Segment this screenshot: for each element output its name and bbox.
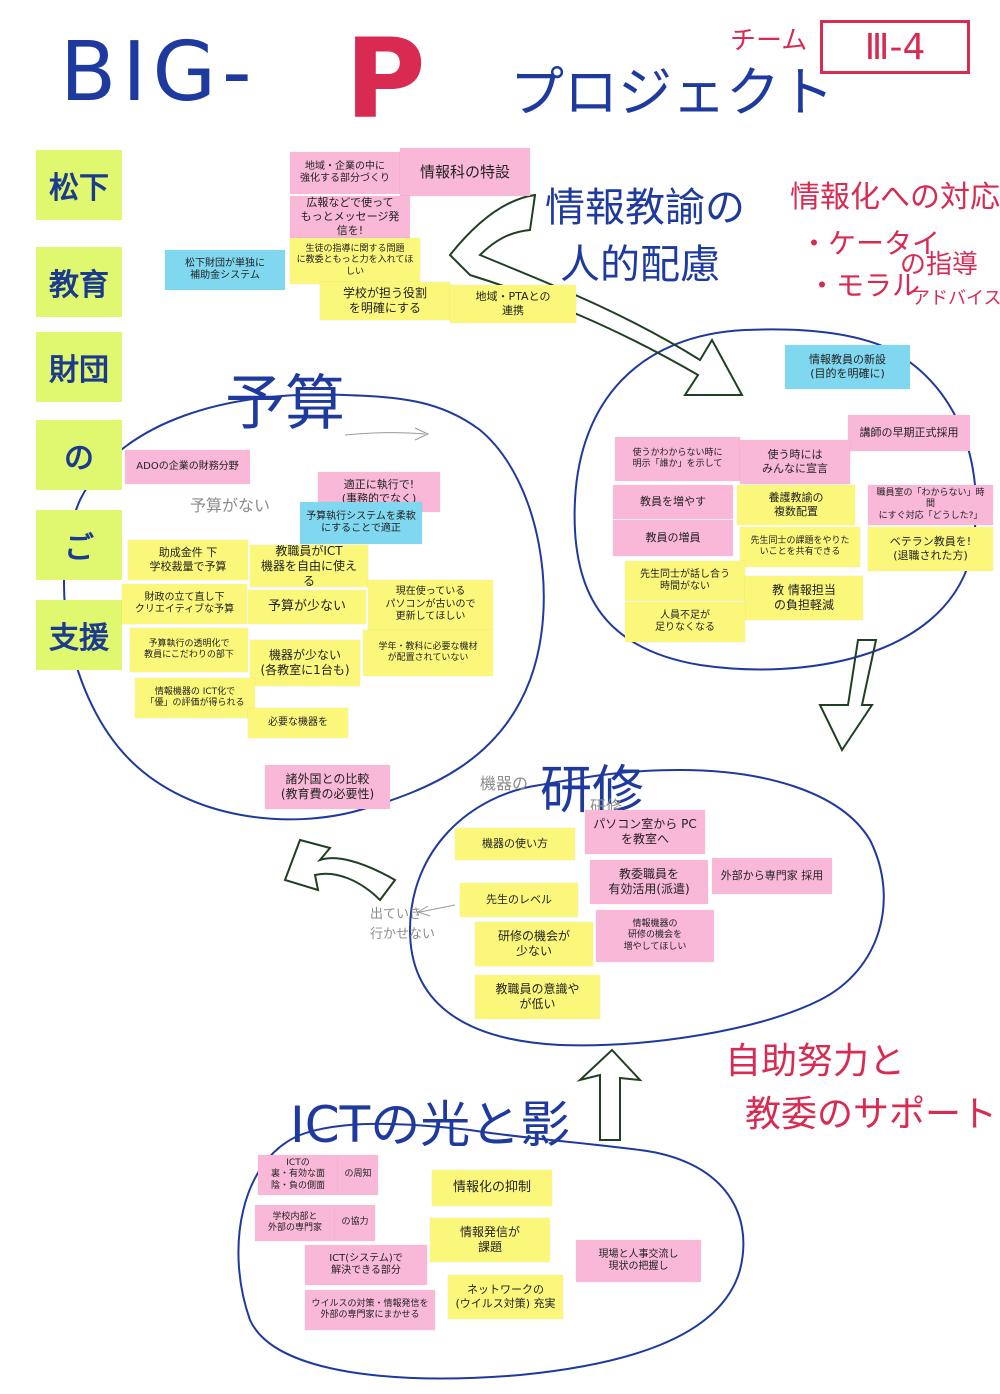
note-staff-ict: 教職員がICT 機器を自由に使える xyxy=(250,545,368,587)
note-subject-devices: 学年・教科に必要な機材 が配置されていない xyxy=(363,630,493,676)
note-staff-utilize: 教委職員を 有効活用(派遣) xyxy=(590,860,708,904)
ict-cluster-outline xyxy=(237,1122,745,1380)
note-teacher-increase: 教員の増員 xyxy=(613,520,733,556)
note-full-time-hire: 講師の早期正式採用 xyxy=(848,415,970,451)
faint-arrow-training xyxy=(416,904,456,917)
note-budget-system: 予算執行システムを柔軟 にすることで適正 xyxy=(300,502,422,544)
sidebar-item-4: の xyxy=(36,420,122,490)
note-ict-light-shadow: ICTの 裏・有効な面 陰・負の側面 xyxy=(258,1155,338,1195)
note-pr-message: 広報などで使って もっとメッセージ発信を! xyxy=(290,196,410,238)
heading-budget: 予算 xyxy=(225,369,345,439)
heading-self-help: 自助努力と xyxy=(725,1041,906,1082)
note-low-budget: 予算が少ない xyxy=(248,590,366,624)
note-shortage: 人員不足が 足りなくなる xyxy=(625,602,745,642)
note-unclear-tools: 使うかわからない時に 明示「誰か」を示して xyxy=(615,437,740,481)
note-local-companies: 地域・企業の中に 強化する部分づくり xyxy=(290,152,400,194)
note-info-restraint: 情報化の抑制 xyxy=(432,1170,552,1206)
note-device-usage: 機器の使い方 xyxy=(455,828,575,860)
note-virus-info: ウイルスの対策・情報発信を 外部の専門家にまかせる xyxy=(305,1290,435,1330)
note-teacher-talk: 先生同士が話し合う 時間がない xyxy=(625,561,745,601)
heading-staffing-2: 人的配慮 xyxy=(560,242,720,288)
note-field-exchange: 現場と人事交流し 現状の把握し xyxy=(576,1240,701,1282)
arrow-training-to-budget xyxy=(283,838,397,902)
heading-advice: アドバイス xyxy=(912,288,1000,309)
note-private-funding: ADOの企業の財務分野 xyxy=(125,450,250,484)
note-new-teacher-post: 情報教員の新設 (目的を明確に) xyxy=(785,345,910,389)
sidebar-item-1: 松下 xyxy=(36,150,122,220)
note-pc-to-classroom: パソコン室から PC を教室へ xyxy=(585,810,705,854)
team-number-badge: Ⅲ-4 xyxy=(820,20,970,74)
heading-keitai: ・ケータイ xyxy=(800,227,941,260)
note-school-outside: 学校内部と 外部の専門家 xyxy=(255,1205,335,1241)
team-label: チーム xyxy=(730,26,808,56)
sidebar-item-6: 支援 xyxy=(36,600,122,670)
heading-moral: ・モラル xyxy=(808,269,921,302)
note-training-opportunity: 研修の機会が 少ない xyxy=(475,922,593,966)
note-veteran-teacher: ベテラン教員を! (退職された方) xyxy=(868,527,993,571)
title-big: BIG- xyxy=(60,25,258,120)
note-teacher-level: 先生のレベル xyxy=(460,883,578,917)
faint-arrow-budget xyxy=(344,427,430,441)
note-ict-system: ICT(システム)で 解決できる部分 xyxy=(305,1245,427,1285)
note-school-budget: 助成金件 下 学校裁量で予算 xyxy=(128,540,248,580)
note-teacher-reduce: 教員を増やす xyxy=(613,485,733,519)
budget-cluster-outline xyxy=(63,393,545,821)
note-creative-budget: 財政の立て直し下 クリエイティブな予算 xyxy=(122,584,247,624)
heading-guidance: の指導 xyxy=(900,250,979,280)
note-ict-awareness: の周知 xyxy=(338,1155,378,1195)
faint-go-out: 出ていき 行かせない xyxy=(370,907,436,942)
note-reduce-burden: 教 情報担当 の負担軽減 xyxy=(745,576,863,620)
note-pta-cooperation: 地域・PTAとの 連携 xyxy=(450,285,576,323)
title-p: P xyxy=(345,15,426,143)
note-staff-awareness: 教職員の意識や が低い xyxy=(475,975,600,1019)
note-student-tech: 生徒の指導に関する問題 に教委ともっと力を入れてほしい xyxy=(290,238,420,284)
faint-kikai: 機器の xyxy=(480,774,529,793)
heading-ict: ICTの光と影 xyxy=(290,1096,571,1154)
note-partner-check: の協力 xyxy=(335,1205,375,1241)
arrow-staffing-to-training xyxy=(818,639,878,753)
note-ask-questions: 職員室の「わからない」時間 にすぐ対応「どうした?」 xyxy=(868,485,993,525)
note-ict-locker: 情報機器の ICT化で 「優」の評価が得られる xyxy=(135,678,255,718)
note-info-training: 情報機器の 研修の機会を 増やしてほしい xyxy=(596,910,714,962)
note-matsushita-grant: 松下財団が単独に 補助金システム xyxy=(165,250,285,290)
sidebar-item-3: 財団 xyxy=(36,332,122,402)
heading-info-response: 情報化への対応 xyxy=(790,180,1000,215)
note-external-expert: 外部から専門家 採用 xyxy=(712,858,832,894)
note-info-dept-setup: 情報科の特設 xyxy=(400,148,530,196)
arrow-ict-to-training xyxy=(576,1048,643,1141)
note-school-role: 学校が担う役割 を明確にする xyxy=(320,282,450,320)
note-few-devices: 機器が少ない (各教室に1台も) xyxy=(250,640,360,686)
note-needed-devices: 必要な機器を xyxy=(248,708,348,738)
note-use-together: 使う時には みんなに宣言 xyxy=(740,440,850,484)
note-info-transmission: 情報発信が 課題 xyxy=(430,1218,550,1262)
note-execution-flow: 予算執行の透明化で 教員にこだわりの部下 xyxy=(130,628,248,672)
sidebar-item-5: ご xyxy=(36,510,122,580)
note-nurse-teacher: 養護教諭の 複数配置 xyxy=(737,485,855,525)
note-current-pc: 現在使っている パソコンが古いので 更新してほしい xyxy=(368,580,493,630)
note-foreign-compare: 諸外国との比較 (教育費の必要性) xyxy=(265,765,390,809)
heading-board-support: 教委のサポート xyxy=(745,1094,998,1135)
note-network: ネットワークの (ウイルス対策) 充実 xyxy=(448,1275,563,1319)
faint-no-budget: 予算がない xyxy=(190,496,271,515)
heading-staffing: 情報教諭の xyxy=(545,185,745,231)
title-project: プロジェクト xyxy=(510,61,834,124)
sidebar-item-2: 教育 xyxy=(36,247,122,317)
note-teacher-issues: 先生同士の課題をやりた いことを共有できる xyxy=(740,527,860,567)
training-cluster-outline xyxy=(408,768,885,1047)
